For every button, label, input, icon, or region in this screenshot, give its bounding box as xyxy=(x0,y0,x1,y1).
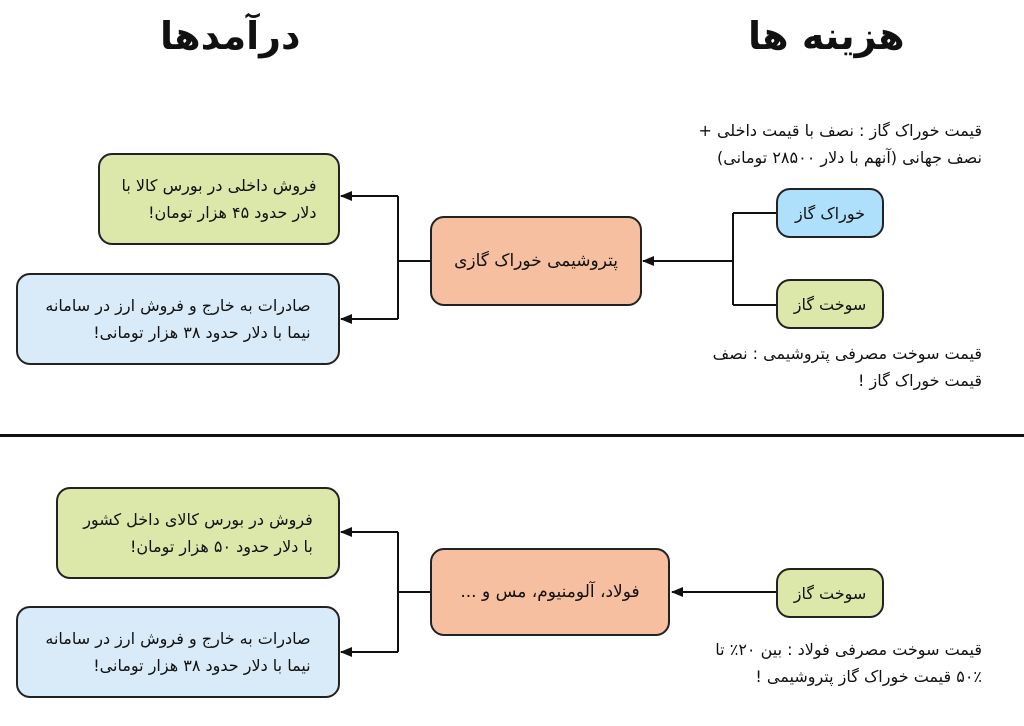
metals-revenue-export-line1: صادرات به خارج و فروش ارز در سامانه xyxy=(45,629,311,648)
metals-fuel-price-note-line2: ۵۰٪ قیمت خوراک گاز پتروشیمی ! xyxy=(755,667,982,686)
fuel-gas-box: سوخت گاز xyxy=(776,279,884,329)
fuel-price-note-line1: قیمت سوخت مصرفی پتروشیمی : نصف xyxy=(712,344,982,363)
metals-fuel-gas-label: سوخت گاز xyxy=(793,583,867,603)
metals-box: فولاد، آلومنیوم، مس و ... xyxy=(430,548,670,636)
fuel-gas-label: سوخت گاز xyxy=(793,294,867,314)
feed-price-note-line1: قیمت خوراک گاز : نصف با قیمت داخلی + xyxy=(698,121,982,140)
petrochem-revenue-export-line1: صادرات به خارج و فروش ارز در سامانه xyxy=(45,296,311,315)
petrochem-revenue-domestic: فروش داخلی در بورس کالا با دلار حدود ۴۵ … xyxy=(98,153,340,245)
petrochem-label: پتروشیمی خوراک گازی xyxy=(454,250,618,271)
metals-fuel-price-note-line1: قیمت سوخت مصرفی فولاد : بین ۲۰٪ تا xyxy=(715,640,982,659)
petrochem-box: پتروشیمی خوراک گازی xyxy=(430,216,642,306)
metals-fuel-price-note: قیمت سوخت مصرفی فولاد : بین ۲۰٪ تا ۵۰٪ ق… xyxy=(715,636,982,690)
feed-price-note: قیمت خوراک گاز : نصف با قیمت داخلی + نصف… xyxy=(698,117,982,171)
petrochem-revenue-domestic-line1: فروش داخلی در بورس کالا با xyxy=(121,176,317,195)
metals-revenue-domestic: فروش در بورس کالای داخل کشور با دلار حدو… xyxy=(56,487,340,579)
metals-revenue-export: صادرات به خارج و فروش ارز در سامانه نیما… xyxy=(16,606,340,698)
petrochem-revenue-export: صادرات به خارج و فروش ارز در سامانه نیما… xyxy=(16,273,340,365)
metals-label: فولاد، آلومنیوم، مس و ... xyxy=(460,581,640,602)
metals-revenue-export-line2: نیما با دلار حدود ۳۸ هزار تومانی! xyxy=(93,656,311,675)
metals-fuel-gas-box: سوخت گاز xyxy=(776,568,884,618)
feed-gas-box: خوراک گاز xyxy=(776,188,884,238)
feed-gas-label: خوراک گاز xyxy=(795,203,865,223)
feed-price-note-line2: نصف جهانی (آنهم با دلار ۲۸۵۰۰ تومانی) xyxy=(717,148,982,167)
costs-header: هزینه ها xyxy=(748,14,905,58)
petrochem-revenue-export-line2: نیما با دلار حدود ۳۸ هزار تومانی! xyxy=(93,323,311,342)
revenues-header: درآمدها xyxy=(160,14,301,58)
metals-revenue-domestic-line1: فروش در بورس کالای داخل کشور xyxy=(83,510,313,529)
fuel-price-note: قیمت سوخت مصرفی پتروشیمی : نصف قیمت خورا… xyxy=(713,340,982,394)
metals-revenue-domestic-line2: با دلار حدود ۵۰ هزار تومان! xyxy=(129,537,313,556)
fuel-price-note-line2: قیمت خوراک گاز ! xyxy=(858,371,982,390)
section-divider xyxy=(0,434,1024,437)
petrochem-revenue-domestic-line2: دلار حدود ۴۵ هزار تومان! xyxy=(148,203,317,222)
